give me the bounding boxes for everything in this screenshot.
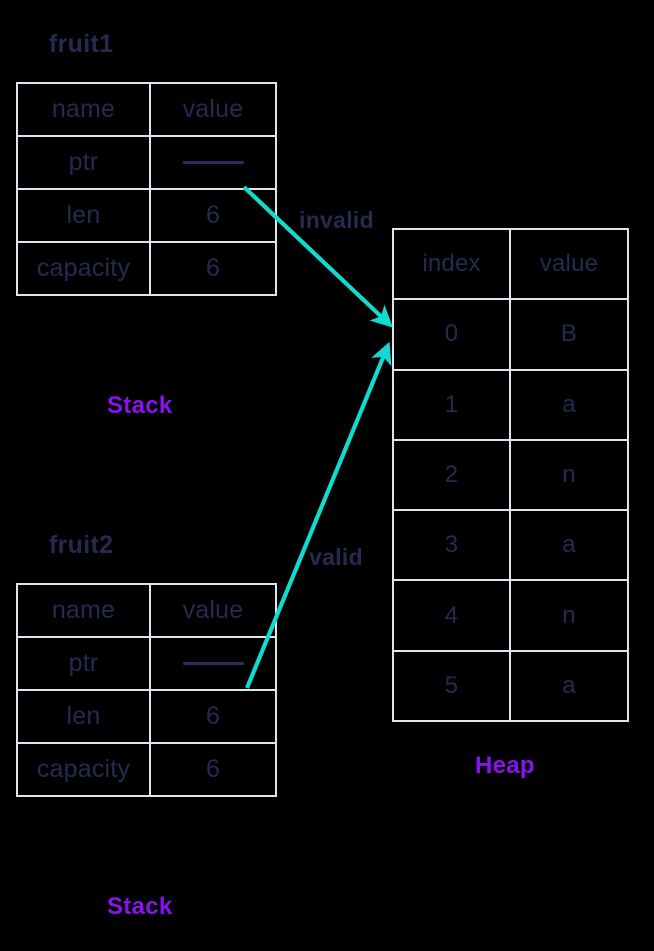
field-name-ptr: ptr [18,137,151,188]
field-value-capacity: 6 [205,755,221,783]
table-row: 2 n [394,440,627,512]
pointer-line-icon [182,161,244,164]
heap-value-1: a [562,390,576,418]
fruit1-stack-table: name value ptr len 6 capacity 6 [16,82,277,296]
header-value: value [539,250,599,278]
table-row: 5 a [394,651,627,720]
header-name: name [18,84,151,135]
heap-region-label: Heap [475,752,535,779]
header-name: name [18,585,151,636]
header-value: value [182,95,244,123]
table-row: 4 n [394,581,627,652]
edge-label-invalid: invalid [299,207,374,233]
table-header-row: index value [394,230,627,301]
heap-index-2: 2 [394,440,511,510]
table-row-capacity: capacity 6 [18,744,275,795]
field-value-ptr [151,137,275,188]
fruit2-stack-table: name value ptr len 6 capacity 6 [16,583,277,797]
field-value-capacity: 6 [205,254,221,282]
heap-index-0: 0 [394,300,511,369]
field-name-len: len [18,691,151,742]
field-name-capacity: capacity [18,243,151,294]
stack-region-label-2: Stack [107,893,173,920]
heap-value-4: n [562,601,576,629]
table-row-len: len 6 [18,691,275,744]
table-row: 3 a [394,511,627,582]
fruit2-title: fruit2 [49,531,114,559]
table-row: 1 a [394,370,627,441]
heap-table: index value 0 B 1 a 2 n 3 a 4 n 5 a [392,228,629,722]
table-row: 0 B [394,300,627,371]
pointer-line-icon [182,662,244,665]
field-value-len: 6 [205,201,221,229]
header-index: index [394,230,511,299]
fruit1-title: fruit1 [49,30,114,58]
table-row-capacity: capacity 6 [18,243,275,294]
table-header-row: name value [18,585,275,638]
table-row-ptr: ptr [18,638,275,691]
table-header-row: name value [18,84,275,137]
heap-index-3: 3 [394,511,511,580]
heap-value-5: a [562,671,576,699]
field-name-capacity: capacity [18,744,151,795]
edge-label-valid: valid [309,544,363,570]
field-name-len: len [18,190,151,241]
heap-value-3: a [562,531,576,559]
field-value-len: 6 [205,702,221,730]
heap-index-4: 4 [394,581,511,650]
table-row-len: len 6 [18,190,275,243]
heap-index-5: 5 [394,651,511,720]
header-value: value [182,596,244,624]
field-value-ptr [151,638,275,689]
heap-value-0: B [560,320,578,348]
table-row-ptr: ptr [18,137,275,190]
field-name-ptr: ptr [18,638,151,689]
heap-index-1: 1 [394,370,511,439]
stack-region-label-1: Stack [107,392,173,419]
heap-value-2: n [562,460,576,488]
